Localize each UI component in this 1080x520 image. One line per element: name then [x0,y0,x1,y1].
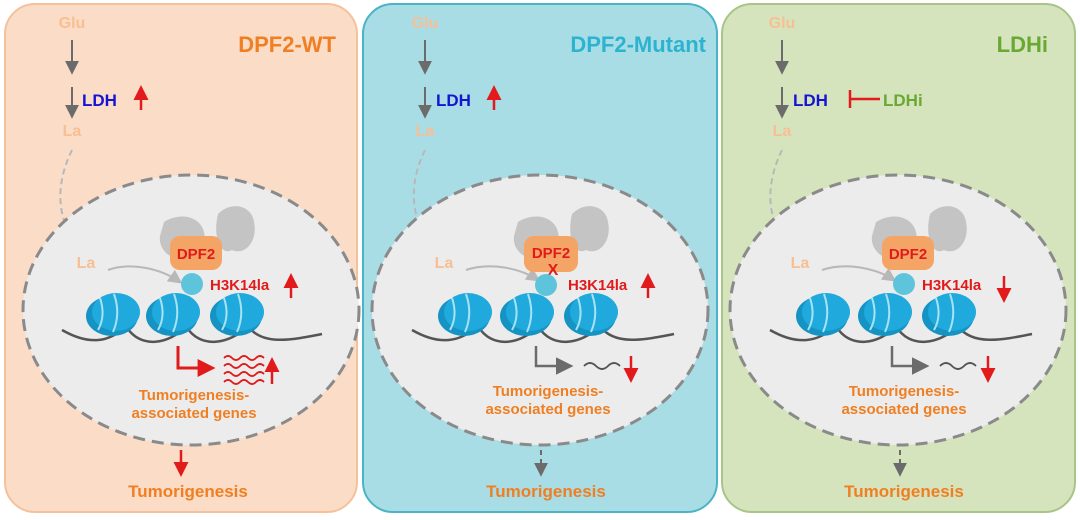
panel-ldhi: LDHi Glu LDH LDHi La La DPF2 H3K14la [721,3,1076,513]
remodeler-subunit-right [570,206,609,252]
dpf2-protein [882,236,934,270]
dpf2-protein [524,236,578,272]
lactate-to-histone-arrow [821,265,897,282]
outcome-label: Tumorigenesis [128,482,248,501]
dpf2-label: DPF2 [889,246,927,263]
nucleosome-3 [210,293,264,336]
nucleosome-3 [922,293,976,336]
nucleosome-1 [796,293,850,336]
transcription-start-arrow [176,346,216,377]
histone-tail [181,273,203,295]
genes-label-line2: associated genes [841,401,966,418]
ldh-label: LDH [436,91,471,110]
histone-tail [893,273,915,295]
genes-label-line1: Tumorigenesis- [849,383,960,400]
genes-label-line1: Tumorigenesis- [493,383,604,400]
lactate-label: La [63,123,82,140]
nucleosome-1 [438,293,492,336]
panel-dpf2-wt: DPF2-WT Glu LDH La La DPF2 H3K14la [4,3,361,513]
outcome-label: Tumorigenesis [844,482,964,501]
remodeler-subunit-right [216,206,255,252]
genes-label-line1: Tumorigenesis- [139,387,250,404]
chromatin-remodeler-complex: DPF2 X [513,206,609,296]
lactate-label: La [416,123,435,140]
nucleosome-3 [564,293,618,336]
mutation-mark: X [548,262,559,279]
dpf2-label: DPF2 [532,245,570,262]
dpf2-protein [170,236,222,270]
lactate-to-histone-arrow [107,265,183,284]
panel-title: LDHi [997,32,1048,57]
panel-title: DPF2-Mutant [570,32,706,57]
glu-label: Glu [769,15,796,32]
mrna-transcript [583,362,621,370]
nuclear-lactate-label: La [77,255,96,272]
transcription-start-arrow [534,346,574,375]
mrna-transcripts [223,355,265,385]
genes-label-line2: associated genes [485,401,610,418]
panel-title: DPF2-WT [238,32,336,57]
chromatin-remodeler-complex: DPF2 [159,206,255,295]
nucleosome-1 [86,293,140,336]
glu-label: Glu [412,15,439,32]
outcome-label: Tumorigenesis [486,482,606,501]
h3k14la-label: H3K14la [210,277,270,294]
h3k14la-label: H3K14la [922,277,982,294]
ldh-label: LDH [793,91,828,110]
histone-tail [535,274,557,296]
chromatin-remodeler-complex: DPF2 [871,206,967,295]
remodeler-subunit-right [928,206,967,252]
nucleosome-2 [858,293,912,336]
panel-dpf2-mutant: DPF2-Mutant Glu LDH La La DPF2 X H3K14la [362,3,718,513]
ldh-label: LDH [82,91,117,110]
inhibitor-label: LDHi [883,91,923,110]
mrna-transcript [939,362,977,370]
nucleosome-2 [500,293,554,336]
nuclear-lactate-label: La [435,255,454,272]
dpf2-label: DPF2 [177,246,215,263]
lactate-label: La [773,123,792,140]
genes-label-line2: associated genes [131,405,256,422]
nuclear-lactate-label: La [791,255,810,272]
lactate-to-histone-arrow [465,265,541,282]
transcription-start-arrow [890,346,930,375]
h3k14la-label: H3K14la [568,277,628,294]
nucleosome-2 [146,293,200,336]
glu-label: Glu [59,15,86,32]
